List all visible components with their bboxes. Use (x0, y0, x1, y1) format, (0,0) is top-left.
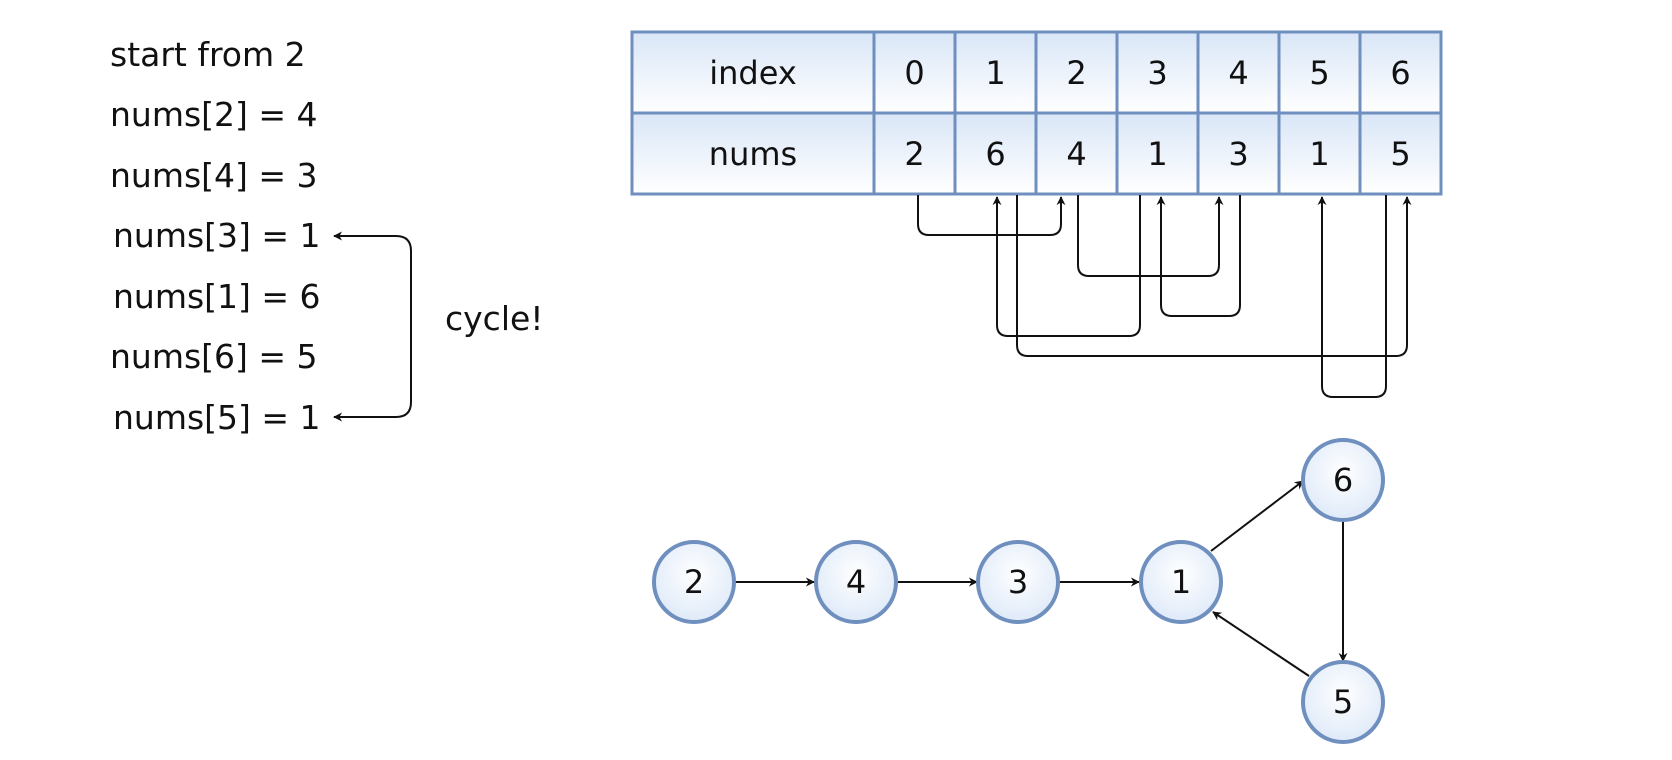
nums-value: 5 (1390, 135, 1410, 173)
nums-value: 4 (1066, 135, 1086, 173)
pointer-arrow (992, 195, 1141, 337)
pointer-arrows (917, 195, 1412, 398)
step-line: nums[2] = 4 (110, 95, 318, 134)
graph-node: 3 (976, 540, 1060, 624)
row-label-index: index (709, 54, 797, 92)
node-label: 4 (846, 563, 866, 601)
nums-value: 6 (985, 135, 1005, 173)
pointer-arrow (1077, 195, 1224, 277)
node-label: 2 (684, 563, 704, 601)
pointer-arrow (1156, 195, 1241, 317)
cycle-label: cycle! (445, 299, 544, 338)
nums-cell (1034, 111, 1119, 196)
row-label-cell (630, 30, 876, 115)
nums-value: 2 (904, 135, 924, 173)
row-label-nums: nums (709, 135, 797, 173)
pointer-arrow (917, 195, 1066, 236)
step-list: start from 2 nums[2] = 4 nums[4] = 3 num… (110, 35, 321, 437)
step-line: nums[5] = 1 (113, 398, 321, 437)
index-value: 5 (1309, 54, 1329, 92)
node-label: 1 (1171, 563, 1191, 601)
table-column: 5 1 (1277, 30, 1362, 196)
cycle-bracket-arrow (333, 231, 412, 422)
graph-edges (735, 480, 1348, 677)
index-value: 1 (985, 54, 1005, 92)
nums-cell (1196, 111, 1281, 196)
table-row-index: index (630, 30, 876, 115)
graph-node: 4 (814, 540, 898, 624)
graph-nodes: 2 4 3 1 6 5 (652, 438, 1385, 744)
graph-node: 1 (1139, 540, 1223, 624)
table-column: 0 2 (872, 30, 957, 196)
node-label: 3 (1008, 563, 1028, 601)
step-line: nums[4] = 3 (110, 156, 318, 195)
index-value: 4 (1228, 54, 1248, 92)
node-label: 5 (1333, 683, 1353, 721)
table-column: 3 1 (1115, 30, 1200, 196)
row-label-cell (630, 111, 876, 196)
step-line: nums[3] = 1 (113, 216, 321, 255)
table-column: 6 5 (1358, 30, 1443, 196)
graph-node: 6 (1301, 438, 1385, 522)
graph-node: 5 (1301, 660, 1385, 744)
index-value: 3 (1147, 54, 1167, 92)
graph-edge (1210, 480, 1304, 552)
pointer-arrow (1317, 195, 1387, 398)
graph-node: 2 (652, 540, 736, 624)
step-line: nums[1] = 6 (113, 277, 321, 316)
index-nums-table: index nums 0 2 1 6 2 4 3 1 (630, 30, 1443, 196)
nums-cell (1115, 111, 1200, 196)
step-line: nums[6] = 5 (110, 337, 318, 376)
index-value: 2 (1066, 54, 1086, 92)
table-column: 2 4 (1034, 30, 1119, 196)
nums-cell (1358, 111, 1443, 196)
pointer-arrow (1016, 195, 1412, 357)
table-row-nums: nums (630, 111, 876, 196)
step-line: start from 2 (110, 35, 306, 74)
index-value: 6 (1390, 54, 1410, 92)
node-label: 6 (1333, 461, 1353, 499)
index-value: 0 (904, 54, 924, 92)
table-column: 4 3 (1196, 30, 1281, 196)
graph-edge (1212, 611, 1310, 677)
nums-cell (953, 111, 1038, 196)
table-column: 1 6 (953, 30, 1038, 196)
nums-value: 1 (1147, 135, 1167, 173)
nums-cell (1277, 111, 1362, 196)
nums-value: 1 (1309, 135, 1329, 173)
nums-value: 3 (1228, 135, 1248, 173)
